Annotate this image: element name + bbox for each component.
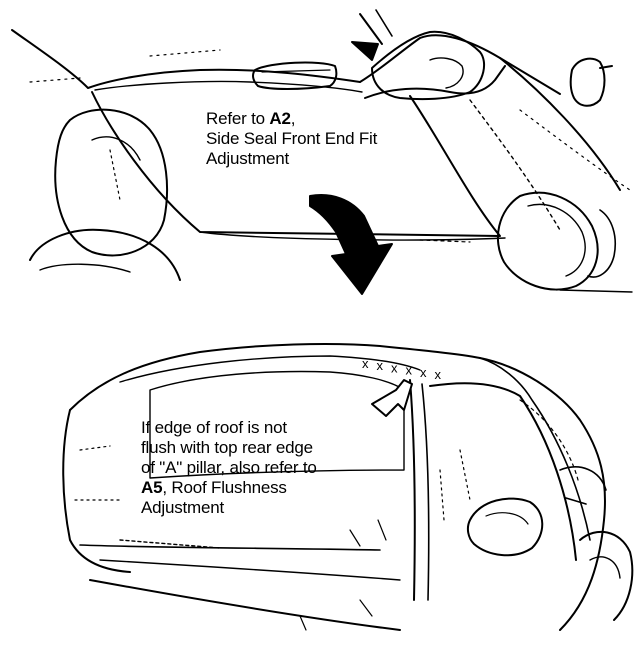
roof-top-edge: [119, 355, 421, 383]
reference-code-a2: A2: [269, 109, 291, 128]
flush-check-mark: x: [406, 363, 413, 378]
callout-line: If edge of roof is not: [141, 418, 287, 437]
a-pillar: [359, 34, 561, 95]
door-window-edge: [499, 57, 621, 191]
side-mirror: [569, 57, 606, 107]
interior-view-illustration: [11, 9, 633, 295]
roof-flushness-callout: If edge of roof is not flush with top re…: [141, 418, 401, 518]
rearview-mirror: [252, 61, 338, 90]
callout-line: Side Seal Front End Fit: [206, 129, 378, 148]
headliner-outline: [11, 29, 361, 89]
roof-outline: [69, 343, 481, 411]
steering-wheel: [497, 191, 599, 291]
wheel-arch: [579, 531, 634, 621]
callout-text: Refer to: [206, 109, 270, 128]
reference-code-a5: A5: [141, 478, 163, 497]
callout-text: , Roof Flushness: [162, 478, 287, 497]
headliner-inner: [94, 80, 363, 93]
side-seal-panel: [371, 30, 486, 101]
callout-line: A5, Roof Flushness: [141, 478, 401, 498]
callout-text: ,: [290, 109, 296, 128]
refer-a2-callout: Refer to A2, Side Seal Front End Fit Adj…: [206, 109, 466, 169]
side-window: [149, 370, 405, 479]
flush-check-mark: x: [377, 358, 384, 373]
seat-back: [29, 228, 181, 281]
side-mirror-exterior: [466, 497, 544, 557]
callout-line: of "A" pillar, also refer to: [141, 458, 317, 477]
flush-check-mark: x: [391, 360, 398, 375]
callout-line: Adjustment: [141, 498, 225, 517]
seal-pointer-arrow: [351, 41, 379, 61]
callout-line: Adjustment: [206, 149, 290, 168]
callout-line: flush with top rear edge: [141, 438, 313, 457]
a-pillar-exterior: [409, 379, 416, 601]
callout-line: Refer to A2,: [206, 109, 466, 129]
flush-check-mark: x: [362, 356, 369, 371]
hood: [479, 357, 606, 631]
exterior-view-illustration: [62, 343, 634, 631]
transition-curved-arrow: [309, 194, 393, 295]
windshield-exterior: [429, 382, 577, 561]
roof-edge-pointer: [371, 379, 413, 417]
flush-check-mark: x: [420, 365, 427, 380]
flush-check-mark: x: [435, 367, 442, 382]
seat-headrest: [54, 108, 169, 257]
